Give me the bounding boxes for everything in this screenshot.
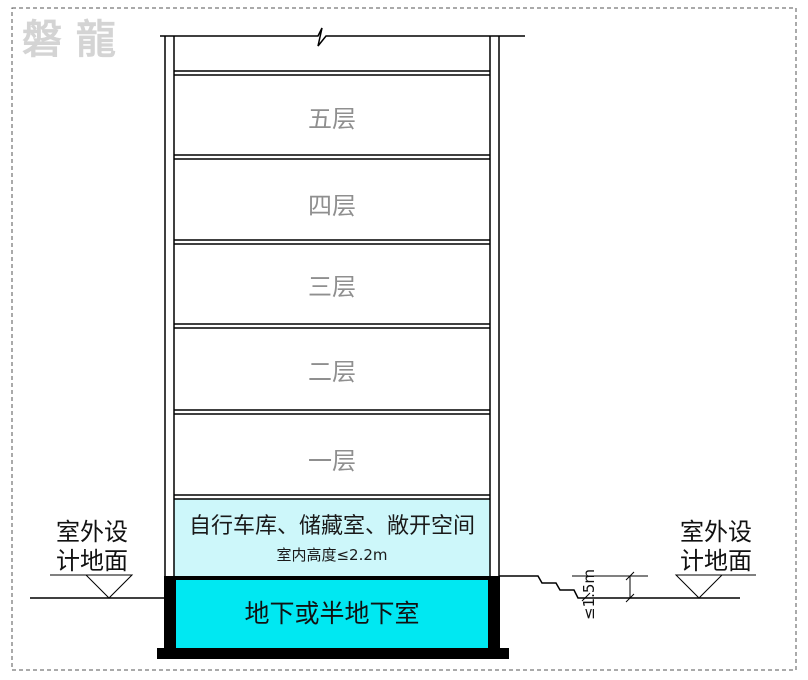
grade-steps-right — [499, 575, 740, 599]
dimension-label: ≤1.5m — [580, 569, 598, 620]
basement-right-wall — [488, 579, 500, 652]
floor-label-2: 二层 — [308, 358, 356, 386]
dimension-marker — [572, 571, 648, 603]
foundation-slab — [157, 648, 509, 659]
ground-label-right-line1: 室外设 — [680, 518, 752, 546]
ground-marker-left — [84, 574, 134, 599]
floor-label-4: 四层 — [308, 192, 356, 220]
ground-marker-right — [674, 574, 724, 599]
storage-zone — [174, 499, 490, 577]
dashed-frame — [11, 7, 797, 671]
basement-top-slab — [164, 576, 500, 580]
floor-label-1: 一层 — [308, 447, 356, 475]
storage-height-note: 室内高度≤2.2m — [276, 546, 387, 564]
ground-label-left-line1: 室外设 — [56, 518, 128, 546]
floor-slabs — [174, 70, 490, 500]
building-walls — [164, 36, 500, 578]
basement-label: 地下或半地下室 — [244, 599, 419, 628]
basement-left-wall — [164, 579, 176, 652]
basement-zone — [174, 579, 490, 649]
ground-label-right-line2: 计地面 — [680, 547, 752, 575]
floor-label-3: 三层 — [308, 273, 356, 301]
top-break-line — [160, 27, 525, 47]
storage-title: 自行车库、储藏室、敞开空间 — [189, 514, 475, 539]
logo-watermark: 磐 龍 — [22, 16, 116, 63]
ground-label-left-line2: 计地面 — [56, 547, 128, 575]
floor-label-5: 五层 — [308, 105, 356, 133]
